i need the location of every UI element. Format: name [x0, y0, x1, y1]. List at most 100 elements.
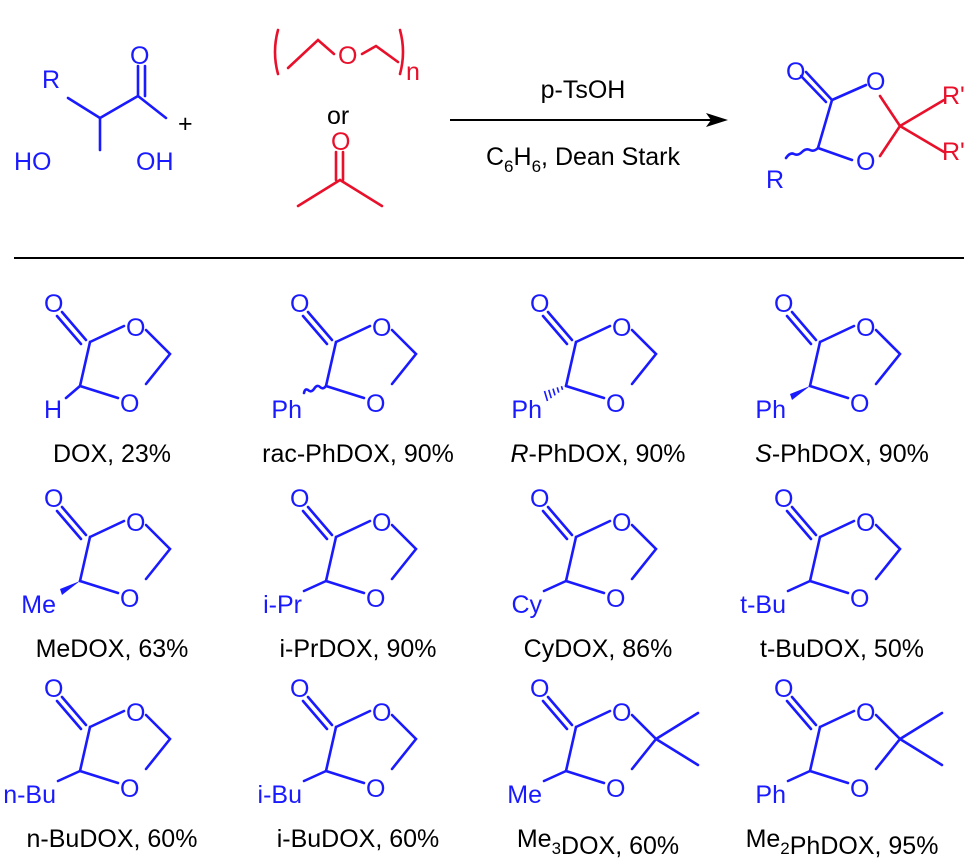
bond	[574, 519, 612, 539]
bond	[816, 98, 834, 150]
substituent-label: Cy	[511, 591, 542, 619]
carbonyl-O-label: O	[774, 290, 793, 318]
substituent-bond	[786, 769, 812, 783]
product-structure: O O O H DOX, 23%	[44, 290, 172, 468]
bond	[564, 535, 578, 583]
compound-name: R-PhDOX, 90%	[510, 440, 685, 468]
ring-O2-label: O	[606, 585, 625, 613]
bond	[78, 384, 120, 400]
ring-O1-label: O	[856, 314, 875, 342]
substituent-bond	[542, 769, 568, 783]
bond	[874, 523, 902, 581]
substituent-label: n-Bu	[3, 781, 56, 809]
bond	[144, 713, 172, 771]
bond	[630, 523, 658, 581]
ring-O1-label: O	[126, 699, 145, 727]
substituent-label: Me	[21, 591, 56, 619]
carbonyl-O-label: O	[290, 485, 309, 513]
bond	[78, 340, 92, 388]
substituent-label: Me	[507, 781, 542, 809]
bond	[808, 769, 850, 785]
ring-O1-label: O	[126, 314, 145, 342]
carbonyl-bond	[785, 505, 818, 541]
generic-dioxolanone: O O O R R' R'	[766, 58, 965, 194]
ring-O2-label: O	[120, 390, 139, 418]
substituent-label: t-Bu	[740, 591, 786, 619]
bond	[808, 579, 850, 595]
bond	[808, 340, 822, 388]
bond	[564, 384, 606, 400]
hash-line	[547, 389, 553, 399]
carbonyl-O-label: O	[530, 675, 549, 703]
carbonyl-bond	[541, 505, 574, 541]
carbonyl-bond	[301, 505, 334, 541]
acetone: O	[296, 128, 384, 208]
bond	[818, 519, 856, 539]
paraformaldehyde: O n	[273, 28, 420, 86]
ring-O1-label: O	[856, 699, 875, 727]
ring-O2-label: O	[366, 585, 385, 613]
ring-O2-label: O	[366, 390, 385, 418]
bond	[334, 150, 345, 182]
bond	[324, 579, 366, 595]
reaction-arrow: p-TsOH C6H6, Dean Stark	[450, 76, 728, 176]
product-R-label: R	[766, 166, 784, 194]
bracket-right	[398, 28, 405, 76]
bond	[574, 324, 612, 344]
formaldehyde-O-label: O	[338, 42, 357, 70]
bond	[324, 769, 366, 785]
hash-line	[564, 384, 568, 388]
ring-O1-label: O	[856, 509, 875, 537]
bond	[808, 535, 822, 583]
carbonyl-O-label: O	[530, 290, 549, 318]
acid-carbonyl-O-label: O	[130, 42, 149, 70]
compound-name: Me2PhDOX, 95%	[746, 825, 939, 860]
methyl-bonds	[654, 711, 700, 767]
bond	[136, 64, 147, 98]
carbonyl-O-label: O	[44, 290, 63, 318]
bond	[324, 340, 338, 388]
plus-sign: +	[178, 110, 193, 138]
bond	[874, 328, 902, 386]
bond	[144, 523, 172, 581]
bond	[334, 519, 372, 539]
ring-O2-label: O	[850, 775, 869, 803]
compound-name: Me3DOX, 60%	[517, 825, 679, 860]
product-carbonyl-O-label: O	[786, 58, 805, 86]
bond	[818, 324, 856, 344]
bond	[324, 725, 338, 773]
bond	[98, 94, 140, 120]
carbonyl-O-label: O	[290, 675, 309, 703]
bond	[818, 709, 856, 729]
bond	[898, 98, 946, 128]
ring-O2-label: O	[850, 390, 869, 418]
bracket-left	[273, 28, 280, 76]
substituent-bond	[56, 769, 82, 783]
bond	[296, 178, 342, 208]
bond	[564, 769, 606, 785]
compound-name: n-BuDOX, 60%	[27, 825, 198, 853]
methyl-bonds	[898, 711, 944, 767]
bond	[564, 725, 578, 773]
substituent-label: H	[44, 396, 62, 424]
arrow-head	[706, 113, 728, 127]
carbonyl-O-label: O	[774, 485, 793, 513]
alpha-hydroxy-acid: R HO O OH	[14, 42, 174, 176]
ring-O1-label: O	[372, 699, 391, 727]
acid-OH-label: OH	[136, 148, 174, 176]
substituent-label: i-Pr	[263, 591, 302, 619]
bond	[88, 709, 126, 729]
compound-name: DOX, 23%	[53, 440, 171, 468]
bond	[630, 713, 658, 771]
ring-O1-label: O	[612, 314, 631, 342]
compound-name: t-BuDOX, 50%	[760, 635, 924, 663]
bond	[286, 38, 336, 70]
substituent-bond	[542, 579, 568, 593]
